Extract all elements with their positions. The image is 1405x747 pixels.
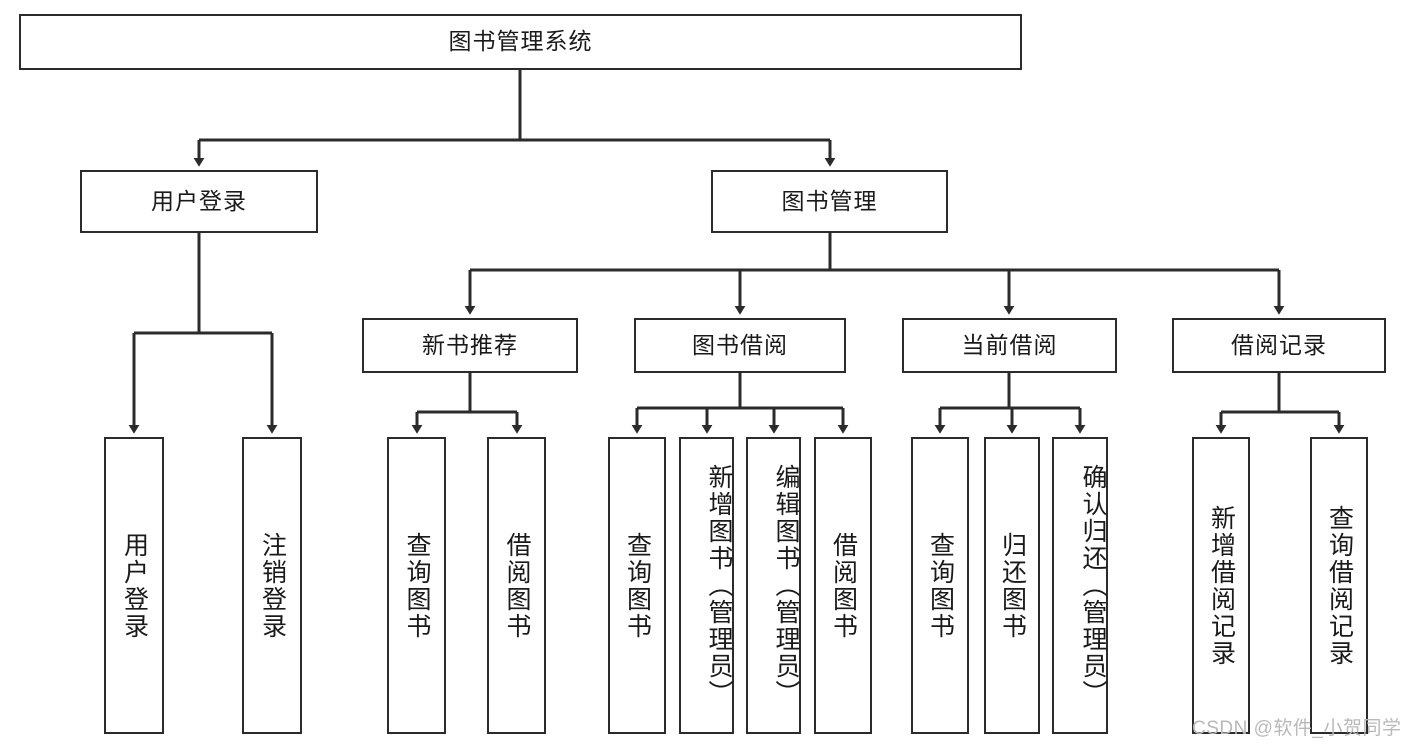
node-leaf-borrow-book-recommend[interactable]: 借阅图书 <box>487 437 546 734</box>
node-book-management[interactable]: 图书管理 <box>711 170 948 233</box>
node-leaf-query-book-borrow[interactable]: 查询图书 <box>608 437 666 734</box>
node-borrow-record[interactable]: 借阅记录 <box>1172 318 1386 373</box>
node-leaf-confirm-return-admin[interactable]: 确认归还（管理员） <box>1052 437 1108 734</box>
node-book-borrow[interactable]: 图书借阅 <box>634 318 846 373</box>
node-leaf-edit-book-admin[interactable]: 编辑图书（管理员） <box>746 437 801 734</box>
node-leaf-borrow-book[interactable]: 借阅图书 <box>814 437 872 734</box>
node-leaf-logout[interactable]: 注销登录 <box>242 437 302 734</box>
node-leaf-add-book-admin[interactable]: 新增图书（管理员） <box>679 437 734 734</box>
node-leaf-query-borrow-record[interactable]: 查询借阅记录 <box>1310 437 1368 734</box>
node-user-login[interactable]: 用户登录 <box>80 170 318 233</box>
node-leaf-user-login[interactable]: 用户登录 <box>104 437 164 734</box>
node-leaf-return-book[interactable]: 归还图书 <box>984 437 1040 734</box>
csdn-watermark: CSDN @软件_小贺同学 <box>1192 718 1402 739</box>
node-leaf-query-book-recommend[interactable]: 查询图书 <box>387 437 446 734</box>
node-current-borrow[interactable]: 当前借阅 <box>902 318 1117 373</box>
node-root-book-management-system[interactable]: 图书管理系统 <box>19 14 1022 70</box>
node-new-book-recommend[interactable]: 新书推荐 <box>362 318 578 373</box>
node-leaf-add-borrow-record[interactable]: 新增借阅记录 <box>1192 437 1250 734</box>
node-leaf-query-book-current[interactable]: 查询图书 <box>911 437 969 734</box>
